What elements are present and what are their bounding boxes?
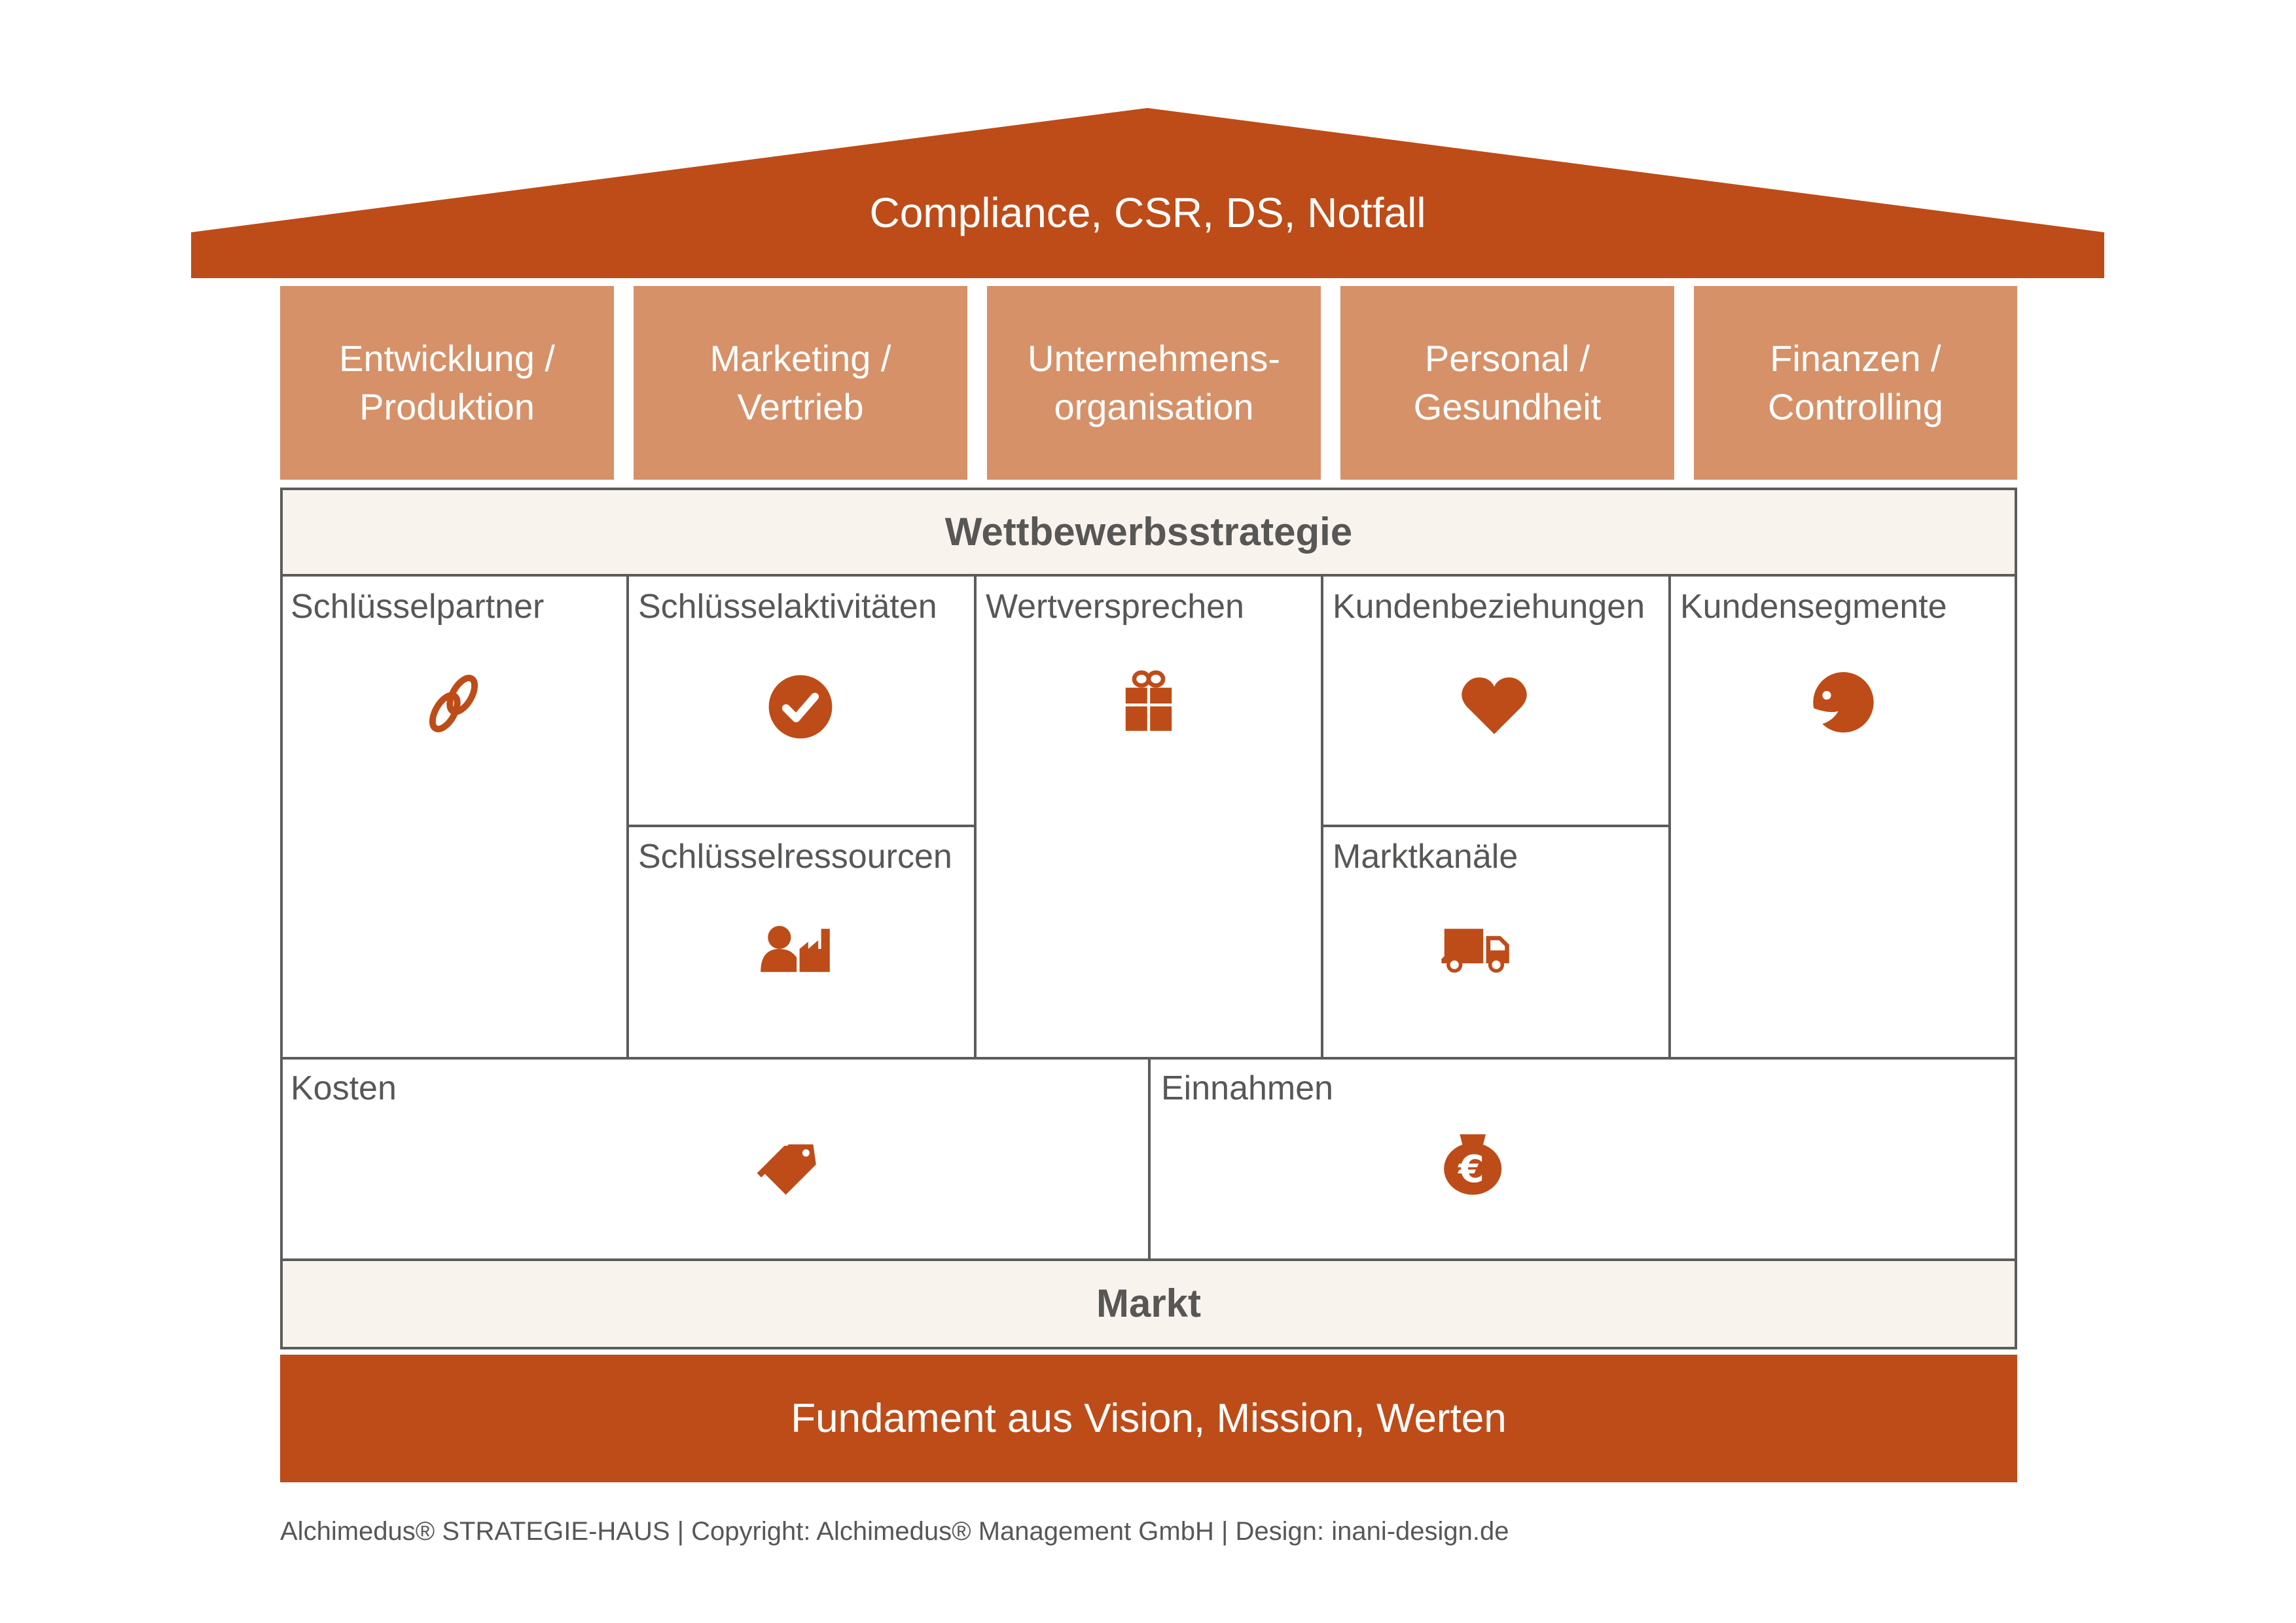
roof-label: Compliance, CSR, DS, Notfall [869,189,1426,236]
divider-activities-resources [626,825,977,827]
col-divider-costs-revenues [1148,1057,1151,1260]
pillar-organisation: Unternehmens- organisation [987,286,1321,480]
divider-relationships-channels [1321,825,1671,827]
strategy-band-label: Wettbewerbsstrategie [944,509,1353,554]
grid-border-right [2015,488,2017,1349]
pillar-line1: Finanzen / [1770,338,1941,379]
grid-border-top [280,488,2017,490]
business-model-canvas: Wettbewerbsstrategie Markt Schlüsselpart… [280,488,2017,1352]
strategy-band: Wettbewerbsstrategie [280,488,2017,575]
svg-text:€: € [1457,1148,1484,1191]
pillar-line2: Produktion [359,386,535,427]
footer-credits: Alchimedus® STRATEGIE-HAUS | Copyright: … [280,1517,1509,1546]
price-tag-icon [753,1126,825,1198]
foundation-label: Fundament aus Vision, Mission, Werten [791,1396,1507,1441]
cell-title-key-partners: Schlüsselpartner [291,588,545,626]
col-divider-4 [1668,574,1671,1058]
gift-icon [1113,668,1185,740]
cell-title-customer-relationships: Kundenbeziehungen [1333,588,1645,626]
market-band: Markt [280,1260,2017,1347]
roof-shape [191,108,2104,278]
pillar-line2: organisation [1054,386,1254,427]
cell-title-channels: Marktkanäle [1333,838,1518,876]
pillar-development-production: Entwicklung / Produktion [280,286,614,480]
customer-face-icon [1805,671,1877,743]
pillar-line1: Unternehmens- [1028,338,1280,379]
pillar-marketing-sales: Marketing / Vertrieb [634,286,967,480]
cell-title-value-propositions: Wertversprechen [986,588,1244,626]
link-icon [418,668,490,740]
pillar-personnel-health: Personal / Gesundheit [1340,286,1674,480]
market-band-label: Markt [1096,1281,1202,1325]
grid-border-bottom [280,1347,2017,1349]
person-factory-icon [759,913,831,985]
pillar-line1: Personal / [1424,338,1590,379]
truck-icon [1439,913,1511,985]
col-divider-2 [974,574,977,1058]
grid-border-left [280,488,283,1349]
pillar-line1: Entwicklung / [339,338,555,379]
check-circle-icon [764,671,836,743]
euro-moneybag-icon: € [1435,1126,1507,1198]
pillar-line2: Gesundheit [1413,386,1602,427]
cell-title-customer-segments: Kundensegmente [1680,588,1947,626]
cell-title-key-activities: Schlüsselaktivitäten [638,588,937,626]
cell-title-key-resources: Schlüsselressourcen [638,838,952,876]
divider-market [280,1258,2017,1261]
pillar-line1: Marketing / [709,338,891,379]
pillar-finance-controlling: Finanzen / Controlling [1694,286,2017,480]
roof [191,108,2104,278]
foundation: Fundament aus Vision, Mission, Werten [280,1355,2017,1482]
col-divider-3 [1321,574,1323,1058]
divider-strategy [280,574,2017,577]
heart-icon [1458,671,1530,743]
pillar-line2: Vertrieb [737,386,864,427]
pillar-line2: Controlling [1768,386,1943,427]
cell-title-revenues: Einnahmen [1161,1069,1334,1107]
col-divider-1 [626,574,629,1058]
cell-title-costs: Kosten [291,1069,397,1107]
